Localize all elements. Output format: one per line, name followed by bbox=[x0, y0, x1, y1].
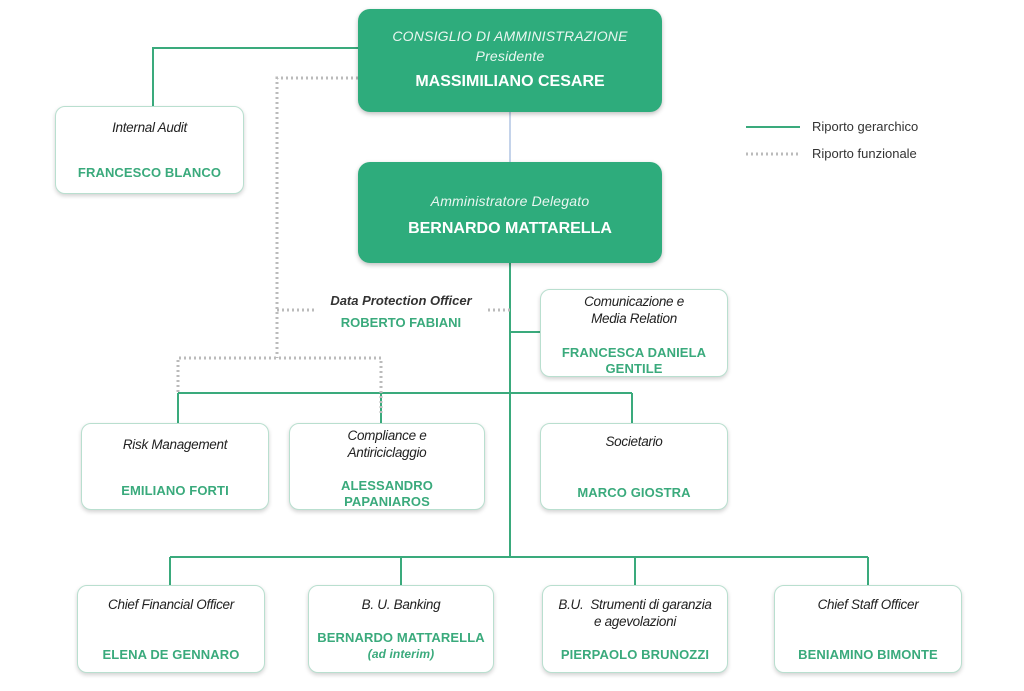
banking-box: B. U. Banking BERNARDO MATTARELLA (ad in… bbox=[308, 585, 494, 673]
strumenti-title-line2: e agevolazioni bbox=[593, 614, 677, 629]
societario-box: Societario MARCO GIOSTRA bbox=[540, 423, 728, 510]
ceo-box: Amministratore Delegato BERNARDO MATTARE… bbox=[358, 162, 662, 263]
communication-title-line1: Comunicazione e bbox=[584, 294, 684, 309]
strumenti-title-line1: B.U. Strumenti di garanzia bbox=[558, 597, 712, 612]
compliance-box: Compliance e Antiriciclaggio ALESSANDRO … bbox=[289, 423, 485, 510]
board-box: CONSIGLIO DI AMMINISTRAZIONE Presidente … bbox=[358, 9, 662, 112]
cfo-title: Chief Financial Officer bbox=[108, 597, 234, 612]
cso-box: Chief Staff Officer BENIAMINO BIMONTE bbox=[774, 585, 962, 673]
board-title: CONSIGLIO DI AMMINISTRAZIONE bbox=[392, 28, 628, 44]
compliance-name-line2: PAPANIAROS bbox=[344, 494, 430, 509]
legend-functional-label: Riporto funzionale bbox=[812, 146, 917, 161]
ceo-name: BERNARDO MATTARELLA bbox=[408, 220, 612, 237]
banking-note: (ad interim) bbox=[367, 647, 435, 661]
communication-name-line2: GENTILE bbox=[605, 361, 663, 376]
banking-title: B. U. Banking bbox=[361, 597, 441, 612]
societario-title: Societario bbox=[605, 434, 663, 449]
communication-box: Comunicazione e Media Relation FRANCESCA… bbox=[540, 289, 728, 377]
strumenti-name: PIERPAOLO BRUNOZZI bbox=[560, 647, 710, 662]
strumenti-box: B.U. Strumenti di garanzia e agevolazion… bbox=[542, 585, 728, 673]
cfo-name: ELENA DE GENNARO bbox=[102, 647, 240, 662]
communication-title-line2: Media Relation bbox=[591, 311, 677, 326]
cso-title: Chief Staff Officer bbox=[817, 597, 919, 612]
risk-management-box: Risk Management EMILIANO FORTI bbox=[81, 423, 269, 510]
risk-management-title: Risk Management bbox=[122, 437, 228, 452]
ceo-title: Amministratore Delegato bbox=[430, 193, 590, 209]
cso-name: BENIAMINO BIMONTE bbox=[798, 647, 938, 662]
cfo-box: Chief Financial Officer ELENA DE GENNARO bbox=[77, 585, 265, 673]
dpo-title: Data Protection Officer bbox=[330, 293, 472, 308]
internal-audit-name: FRANCESCO BLANCO bbox=[77, 165, 222, 180]
communication-name-line1: FRANCESCA DANIELA bbox=[561, 345, 707, 360]
compliance-name-line1: ALESSANDRO bbox=[340, 478, 433, 493]
compliance-title-line1: Compliance e bbox=[347, 428, 427, 443]
banking-name: BERNARDO MATTARELLA bbox=[317, 630, 485, 645]
internal-audit-box: Internal Audit FRANCESCO BLANCO bbox=[55, 106, 244, 194]
societario-name: MARCO GIOSTRA bbox=[577, 485, 691, 500]
internal-audit-title: Internal Audit bbox=[112, 120, 187, 135]
legend-hierarchical-label: Riporto gerarchico bbox=[812, 119, 919, 134]
risk-management-name: EMILIANO FORTI bbox=[121, 483, 229, 498]
dpo-name: ROBERTO FABIANI bbox=[340, 315, 462, 330]
board-subtitle: Presidente bbox=[475, 48, 545, 64]
compliance-title-line2: Antiriciclaggio bbox=[347, 445, 427, 460]
dpo-label: Data Protection Officer ROBERTO FABIANI bbox=[314, 292, 488, 332]
board-president-name: MASSIMILIANO CESARE bbox=[415, 73, 605, 90]
